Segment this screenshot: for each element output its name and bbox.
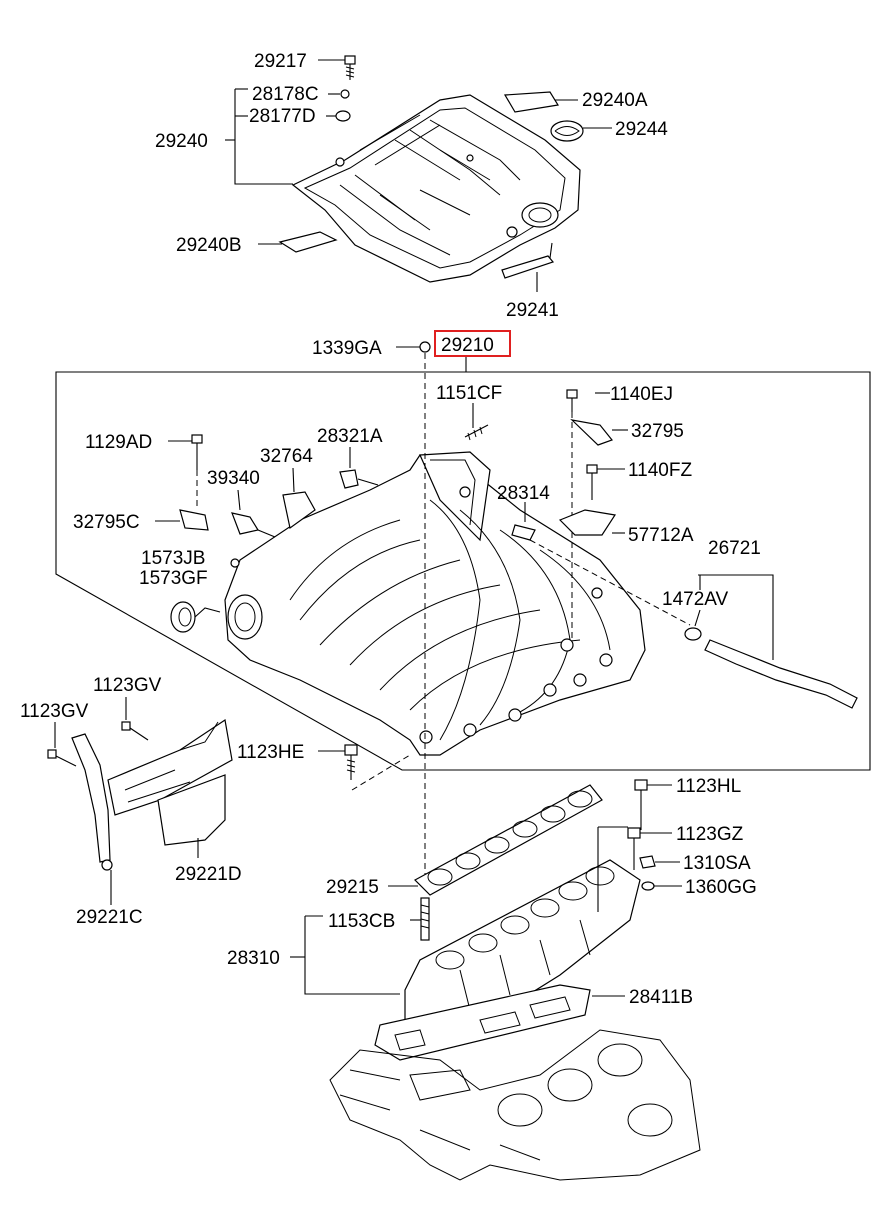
stud-1153CB (420, 897, 430, 941)
gasket-28411B (374, 984, 591, 1061)
bolt-1140FZ (586, 464, 598, 500)
nut-1310SA (639, 855, 656, 869)
bolt-1123HL (634, 779, 648, 830)
label-29240: 29240 (155, 131, 208, 152)
part-labels: 29217 28178C 28177D 29240 29240A 29244 2… (20, 51, 761, 1008)
bracket-29221D (107, 718, 233, 846)
label-39340: 39340 (207, 468, 260, 489)
pad-29240B (278, 231, 338, 253)
bracket-32795C (179, 509, 209, 531)
label-1472AV: 1472AV (662, 589, 729, 610)
label-29217: 29217 (254, 51, 307, 72)
valve-28321A (339, 469, 379, 489)
label-29210: 29210 (441, 335, 494, 356)
label-28177D: 28177D (249, 106, 316, 127)
emblem-29244 (550, 120, 584, 142)
engine-block (329, 1029, 701, 1181)
label-29244: 29244 (615, 119, 668, 140)
highlight-box-29210 (434, 330, 511, 357)
label-1123HL: 1123HL (676, 776, 741, 797)
hose-26721 (684, 627, 858, 709)
label-1573JB: 1573JB (141, 548, 205, 569)
label-29240B: 29240B (176, 235, 242, 256)
label-1310SA: 1310SA (683, 853, 751, 874)
label-32795C: 32795C (73, 512, 140, 533)
label-29221C: 29221C (76, 907, 143, 928)
label-1151CF: 1151CF (436, 383, 502, 404)
label-29221D: 29221D (175, 864, 242, 885)
label-29215: 29215 (326, 877, 379, 898)
nut-1339GA (419, 341, 431, 353)
label-1123HE: 1123HE (237, 742, 304, 763)
bracket-32795 (570, 419, 613, 446)
label-1123GV-a: 1123GV (93, 675, 162, 696)
label-1123GV-b: 1123GV (20, 701, 89, 722)
label-29240A: 29240A (582, 90, 648, 111)
bracket-32764 (282, 491, 316, 530)
clip-29241 (501, 255, 555, 279)
pad-29240A (503, 91, 559, 113)
grommet-28177D (335, 110, 351, 122)
seal-ring-1573GF (170, 601, 221, 633)
label-32795: 32795 (631, 421, 684, 442)
label-1153CB: 1153CB (328, 911, 395, 932)
bolt-1123HE (344, 744, 358, 780)
sensor-39340 (231, 512, 276, 538)
bolt-1123GZ (627, 827, 641, 870)
label-1573GF: 1573GF (139, 568, 208, 589)
label-28310: 28310 (227, 948, 280, 969)
bolt-29217 (344, 55, 356, 80)
label-57712A: 57712A (628, 525, 694, 546)
label-29241: 29241 (506, 300, 559, 321)
label-32764: 32764 (260, 446, 313, 467)
bolt-1123GV-b (47, 749, 77, 767)
gasket-29215 (414, 784, 603, 896)
label-1129AD: 1129AD (85, 432, 152, 453)
assembly-frame (55, 371, 871, 771)
washer-1360GG (641, 881, 655, 891)
label-28321A: 28321A (317, 426, 383, 447)
label-1123GZ: 1123GZ (676, 824, 744, 845)
label-1140EJ: 1140EJ (610, 384, 673, 405)
bolt-1129AD (191, 434, 203, 510)
engine-cover-29240 (291, 94, 581, 283)
bolt-1123GV-a (121, 721, 149, 741)
label-1360GG: 1360GG (685, 877, 757, 898)
stud-1151CF (464, 424, 489, 441)
label-1339GA: 1339GA (312, 338, 382, 359)
label-28314: 28314 (497, 483, 550, 504)
label-28411B: 28411B (629, 987, 693, 1008)
grommet-28178C (340, 89, 350, 99)
bracket-57712A (558, 509, 617, 536)
bracket-29221C (71, 733, 113, 871)
label-1140FZ: 1140FZ (628, 460, 692, 481)
intake-manifold-29210 (224, 451, 646, 756)
label-28178C: 28178C (252, 84, 319, 105)
label-26721: 26721 (708, 538, 761, 559)
